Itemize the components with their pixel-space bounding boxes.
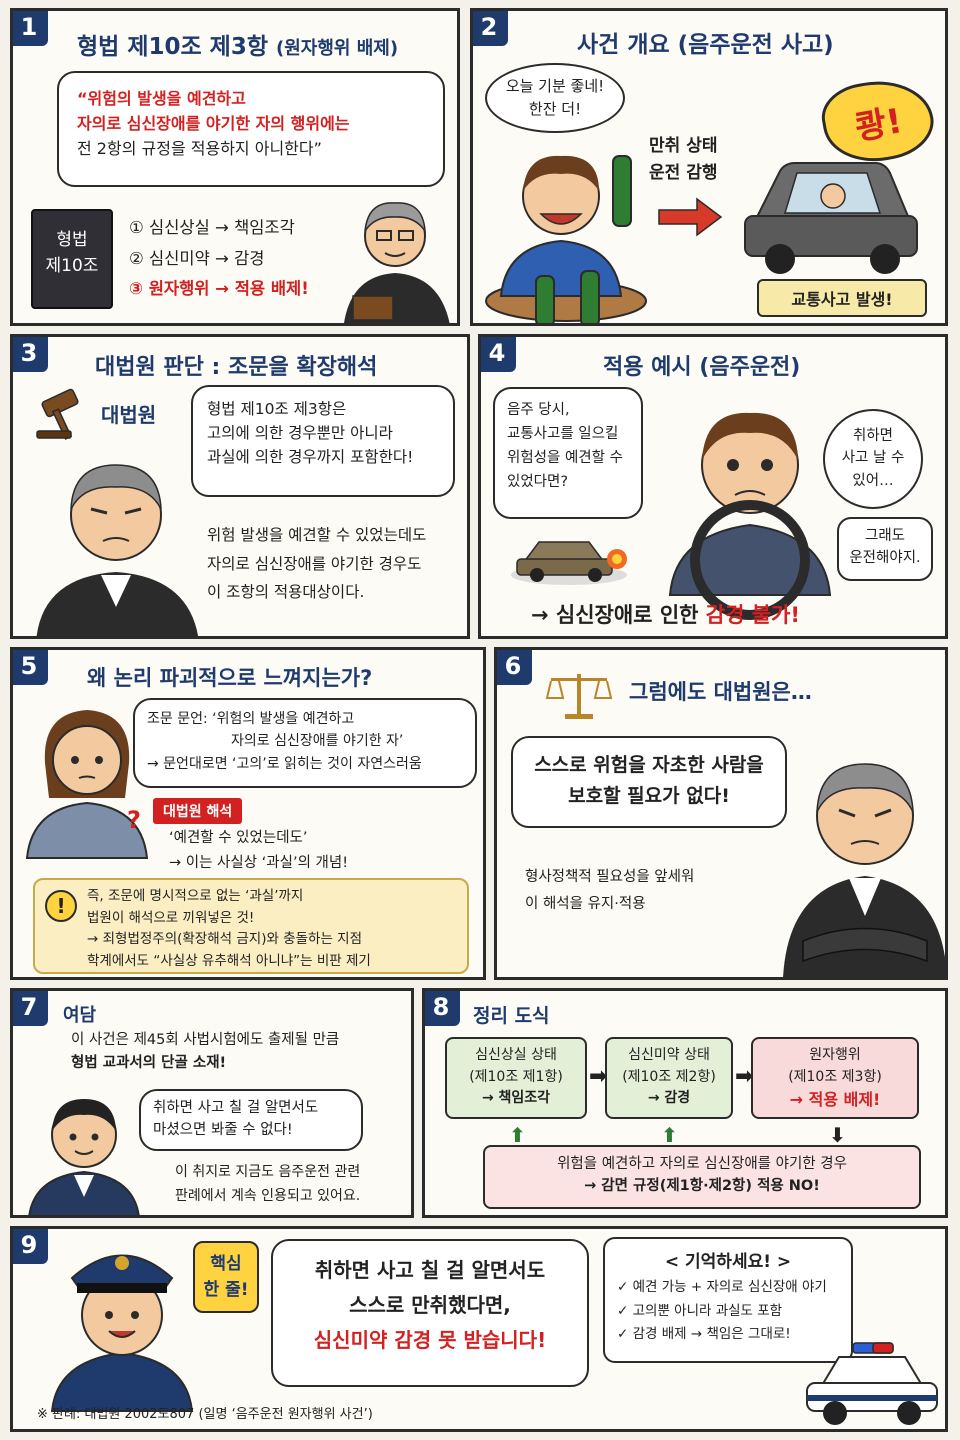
svg-text:?: ? [127, 806, 141, 834]
panel-4: 4 적용 예시 (음주운전) 음주 당시, 교통사고를 일으킬 위험성을 예견할… [478, 334, 948, 639]
court-interpretation-text: ‘예견할 수 있었는데도’ → 이는 사실상 ‘과실’의 개념! [169, 830, 349, 871]
exam-intro-text: 이 사건은 제45회 사법시험에도 출제될 만큼 형법 교과서의 단골 소재! [71, 1032, 340, 1072]
scales-of-justice-icon [545, 674, 613, 719]
panel-1: 1 형법 제10조 제3항 (원자행위 배제) “위험의 발생을 예견하고 자의… [10, 8, 460, 326]
up-arrow-icon: ⬆ [509, 1123, 526, 1147]
diminished-capacity-box: 심신미약 상태 (제10조 제2항) → 감경 [605, 1037, 733, 1119]
key-point-badge: 핵심 한 줄! [193, 1241, 259, 1313]
panel-number: 5 [13, 650, 48, 685]
panel-7: 7 여담 이 사건은 제45회 사법시험에도 출제될 만큼 형법 교과서의 단골… [10, 988, 414, 1218]
court-interpretation-tag: 대법원 해석 [153, 798, 243, 824]
panel-8: 8 정리 도식 심신상실 상태 (제10조 제1항) → 책임조각 ➡ 심신미약… [422, 988, 948, 1218]
right-arrow-icon: ➡ [735, 1064, 754, 1089]
accident-label: 교통사고 발생! [757, 279, 927, 317]
supreme-court-label: 대법원 [101, 403, 157, 427]
panel-title: 대법원 판단 : 조문을 확장해석 [95, 355, 378, 380]
panel-number: 9 [13, 1229, 48, 1264]
panel-title: 왜 논리 파괴적으로 느껴지는가? [87, 666, 373, 690]
key-message-bubble: 취하면 사고 칠 걸 알면서도 스스로 만취했다면, 심신미약 감경 못 받습니… [271, 1239, 589, 1387]
panel-title: 사건 개요 (음주운전 사고) [577, 32, 834, 58]
law-quote-bubble: “위험의 발생을 예견하고 자의로 심신장애를 야기한 자의 행위에는 전 2항… [57, 71, 445, 187]
panel-number: 1 [13, 11, 48, 46]
remember-box: < 기억하세요! > ✓ 예견 가능 + 자의로 심신장애 야기 ✓ 고의뿐 아… [603, 1237, 853, 1363]
panel-number: 2 [473, 11, 508, 46]
worried-driver-figure [668, 412, 832, 620]
criminal-law-book: 형법 제10조 [31, 209, 113, 309]
court-speech-bubble: 스스로 위험을 자초한 사람을 보호할 필요가 없다! [511, 736, 787, 828]
police-officer-figure [50, 1254, 194, 1412]
right-arrow-icon [658, 197, 723, 237]
drinking-man-figure [485, 155, 647, 323]
panel-title: 형법 제10조 제3항 (원자행위 배제) [77, 34, 399, 60]
paragraph-list: ① 심신상실 → 책임조각 ② 심신미약 → 감경 ③ 원자행위 → 적용 배제… [129, 218, 309, 299]
ruling-description: 위험 발생을 예견할 수 있었는데도 자의로 심신장애를 야기한 경우도 이 조… [207, 526, 427, 602]
panel-4-conclusion: → 심신장애로 인한 감경 불가! [531, 603, 800, 627]
panel-number: 6 [497, 650, 532, 685]
panel-title: 정리 도식 [473, 1005, 550, 1027]
panel-3: 3 대법원 판단 : 조문을 확장해석 대법원 형법 제10조 제3항은 고의에… [10, 334, 470, 639]
summary-condition-box: 위험을 예견하고 자의로 심신장애를 야기한 경우 → 감면 규정(제1항·제2… [483, 1145, 921, 1209]
panel-9: 9 핵심 한 줄! 취하면 사고 칠 걸 알면서도 스스로 만취했다면, 심신미… [10, 1226, 948, 1432]
drunk-driving-caption: 만취 상태 운전 감행 [649, 136, 718, 184]
thinking-woman-figure: ? [25, 710, 149, 859]
panel-title: 여담 [63, 1005, 97, 1026]
policy-description: 형사정책적 필요성을 앞세워 이 해석을 유지·적용 [525, 869, 695, 912]
panel-number: 8 [425, 991, 460, 1026]
warning-box: ! 즉, 조문에 명시적으로 없는 ‘과실’까지 법원이 해석으로 끼워넣은 것… [33, 878, 469, 974]
ruling-speech-bubble: 형법 제10조 제3항은 고의에 의한 경우뿐만 아니라 과실에 의한 경우까지… [191, 385, 455, 497]
down-arrow-icon: ⬇ [829, 1123, 846, 1147]
drinker-speech-bubble: 오늘 기분 좋네! 한잔 더! [485, 63, 625, 133]
panel-6: 6 그럼에도 대법원은… 스스로 위험을 자초한 사람을 보호할 필요가 없다!… [494, 647, 948, 980]
gavel-icon [36, 388, 79, 440]
panel-2: 2 사건 개요 (음주운전 사고) 오늘 기분 좋네! 한잔 더! 만취 상태 … [470, 8, 948, 326]
case-footnote: ※ 판례: 대법원 2002도807 (일명 ‘음주운전 원자행위 사건’) [37, 1407, 373, 1422]
judge-figure [344, 202, 450, 323]
statute-text-bubble: 조문 문언: ‘위험의 발생을 예견하고 자의로 심신장애를 야기한 자’ → … [133, 698, 477, 788]
precedent-note: 이 취지로 지금도 음주운전 관련 판례에서 계속 인용되고 있어요. [175, 1164, 361, 1204]
police-car-icon [806, 1342, 938, 1425]
panel-number: 3 [13, 337, 48, 372]
remember-title: < 기억하세요! > [664, 1252, 792, 1272]
panel-title: 적용 예시 (음주운전) [603, 355, 801, 380]
crashing-car-icon [744, 162, 918, 274]
panel-number: 4 [481, 337, 516, 372]
insanity-box: 심신상실 상태 (제10조 제1항) → 책임조각 [445, 1037, 587, 1119]
up-arrow-icon: ⬆ [661, 1123, 678, 1147]
panel-title: 그럼에도 대법원은… [629, 680, 812, 704]
supreme-court-judge-figure [36, 464, 198, 636]
panel-number: 7 [13, 991, 48, 1026]
driver-speech-bubble-2: 그래도 운전해야지. [837, 517, 933, 581]
driver-speech-bubble-1: 취하면 사고 날 수 있어… [823, 409, 923, 509]
stern-judge-figure [783, 763, 945, 977]
warning-icon: ! [45, 890, 77, 922]
actio-libera-box: 원자행위 (제10조 제3항) → 적용 배제! [751, 1037, 919, 1119]
thought-bubble: 음주 당시, 교통사고를 일으킬 위험성을 예견할 수 있었다면? [493, 387, 643, 519]
burning-car-icon [511, 541, 627, 585]
suited-man-figure [28, 1099, 140, 1215]
joke-speech-bubble: 취하면 사고 칠 걸 알면서도 마셨으면 봐줄 수 없다! [139, 1089, 363, 1151]
panel-5: 5 왜 논리 파괴적으로 느껴지는가? ? 조문 문언: ‘위험의 발생을 예견… [10, 647, 486, 980]
right-arrow-icon: ➡ [589, 1064, 608, 1089]
